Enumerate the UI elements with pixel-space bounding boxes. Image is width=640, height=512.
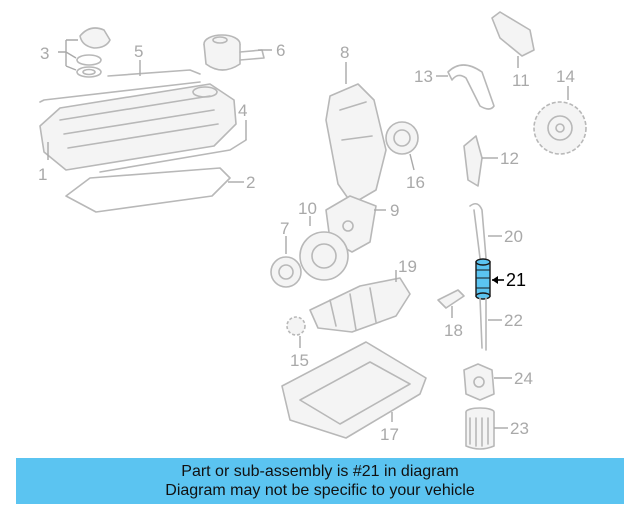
callout-15: 15 [290, 351, 309, 370]
part-timing-cover [325, 83, 387, 205]
callout-23: 23 [510, 419, 529, 438]
info-banner: Part or sub-assembly is #21 in diagram D… [16, 458, 624, 504]
callout-19: 19 [398, 257, 417, 276]
callout-24: 24 [514, 369, 533, 388]
callout-16: 16 [406, 173, 425, 192]
banner-line-1: Part or sub-assembly is #21 in diagram [181, 463, 459, 480]
callout-6: 6 [276, 41, 285, 60]
callout-20: 20 [504, 227, 523, 246]
part-oil-pan [281, 341, 427, 439]
callout-14: 14 [556, 67, 575, 86]
part-oil-filler-cap [76, 27, 111, 78]
callout-10: 10 [298, 199, 317, 218]
callout-17: 17 [380, 425, 399, 444]
callout-13: 13 [414, 67, 433, 86]
callout-18: 18 [444, 321, 463, 340]
callout-1: 1 [38, 165, 47, 184]
callout-8: 8 [340, 43, 349, 62]
callout-7: 7 [280, 219, 289, 238]
part-oil-pump [309, 277, 411, 333]
part-breather [203, 34, 265, 71]
part-camshaft-sprocket [533, 101, 587, 155]
part-tensioner-pulley [385, 121, 419, 155]
callout-11: 11 [512, 71, 530, 90]
part-21-highlighted[interactable] [475, 258, 491, 300]
callout-21: 21 [506, 270, 526, 290]
callout-2: 2 [246, 173, 255, 192]
callout-5: 5 [134, 42, 143, 61]
callout-12: 12 [500, 149, 519, 168]
callout-22: 22 [504, 311, 523, 330]
parts-diagram: 3 5 6 1 4 2 8 16 13 [38, 11, 587, 450]
part-valve-cover [39, 81, 237, 171]
callout-4: 4 [238, 101, 247, 120]
part-oil-filter [465, 407, 495, 450]
part-filter-housing [463, 363, 495, 401]
banner-line-2: Diagram may not be specific to your vehi… [165, 482, 475, 499]
callout-9: 9 [390, 201, 399, 220]
part-crank-pulley [270, 231, 349, 288]
callout-3: 3 [40, 44, 49, 63]
